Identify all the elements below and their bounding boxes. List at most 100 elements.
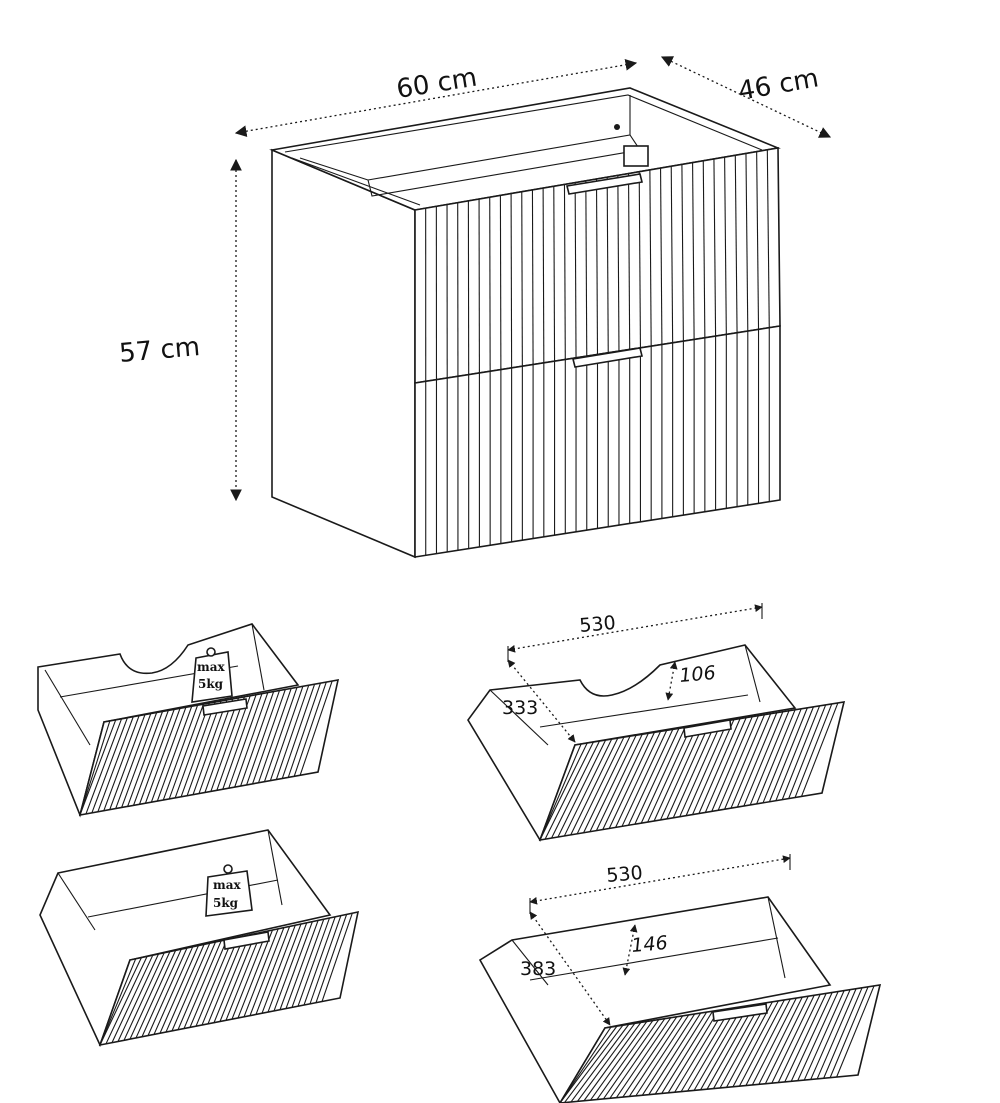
wall-bracket — [623, 145, 649, 167]
groove-line — [745, 998, 791, 1086]
groove-line — [768, 707, 808, 802]
drawer-bottom-right: 530 383 146 — [478, 854, 882, 1103]
groove-line — [745, 153, 749, 332]
groove-line — [153, 946, 194, 1035]
groove-line — [583, 735, 631, 833]
groove-line — [654, 1011, 708, 1095]
groove-line — [621, 730, 668, 827]
groove-line — [628, 1015, 684, 1097]
groove-line — [210, 696, 245, 792]
groove-line — [576, 736, 625, 835]
groove-line — [79, 720, 111, 816]
groove-line — [756, 709, 796, 805]
groove-line — [303, 916, 336, 1006]
groove-line — [775, 706, 814, 801]
groove-line — [738, 999, 785, 1087]
groove-line — [641, 1013, 696, 1096]
groove-line — [659, 724, 704, 821]
groove-line — [706, 1004, 755, 1090]
width-label: 530 — [579, 612, 617, 637]
drawer-front-grooves — [79, 680, 333, 816]
groove-line — [670, 166, 674, 343]
drawer-front-grooves — [539, 702, 839, 841]
groove-line — [299, 680, 333, 776]
groove-line — [559, 1026, 612, 1103]
groove-line — [693, 1006, 743, 1091]
groove-line — [634, 728, 680, 825]
drawer-bottom-left: max 5kg — [39, 829, 360, 1048]
groove-line — [129, 951, 171, 1040]
groove-line — [103, 715, 140, 811]
groove-line — [79, 719, 117, 816]
groove-line — [243, 928, 279, 1017]
groove-line — [797, 991, 839, 1081]
groove-line — [781, 705, 821, 800]
groove-line — [542, 188, 545, 363]
groove-line — [240, 691, 275, 787]
groove-line — [711, 716, 753, 812]
weight-value-text: 5kg — [213, 896, 239, 910]
groove-line — [589, 734, 637, 832]
groove-line — [150, 707, 187, 803]
groove-line — [726, 1001, 773, 1088]
groove-line — [794, 703, 833, 798]
depth-dimension-line — [529, 911, 611, 1026]
groove-line — [836, 985, 875, 1078]
groove-line — [653, 725, 698, 822]
groove-line — [730, 713, 772, 809]
groove-line — [615, 731, 662, 828]
groove-line — [291, 919, 325, 1008]
groove-line — [602, 1019, 660, 1100]
groove-line — [183, 940, 222, 1029]
groove-line — [144, 708, 181, 804]
drawer-front-panel — [559, 984, 882, 1103]
groove-line — [680, 1008, 732, 1092]
groove-line — [539, 743, 582, 841]
height-label: 106 — [679, 662, 717, 687]
groove-line — [790, 992, 833, 1082]
groove-line — [127, 711, 164, 807]
cabinet-drawing: 60 cm 46 cm 57 cm — [118, 56, 832, 559]
groove-line — [617, 175, 620, 352]
drawer-front-panel — [538, 701, 846, 842]
width-label: 530 — [606, 862, 644, 887]
groove-line — [531, 189, 534, 365]
groove-line — [97, 716, 134, 812]
groove-line — [195, 938, 234, 1027]
groove-line — [590, 1021, 648, 1101]
width-dimension-line — [529, 855, 791, 905]
groove-line — [719, 1002, 767, 1089]
groove-line — [174, 702, 210, 798]
groove-line — [551, 740, 600, 839]
weight-value-text: 5kg — [198, 677, 224, 691]
groove-line — [255, 926, 291, 1015]
groove-line — [771, 995, 815, 1084]
groove-line — [784, 993, 827, 1083]
groove-line — [231, 930, 268, 1020]
groove-line — [321, 913, 353, 1002]
groove-line — [577, 1023, 636, 1102]
groove-line — [263, 687, 298, 782]
groove-line — [766, 149, 770, 328]
groove-line — [608, 732, 655, 829]
groove-line — [758, 996, 803, 1085]
groove-line — [661, 1010, 714, 1094]
groove-line — [147, 947, 188, 1036]
groove-line — [257, 688, 292, 783]
depth-label: 46 cm — [736, 63, 821, 107]
groove-line — [287, 682, 321, 778]
groove-line — [764, 995, 809, 1084]
upper-drawer-handle — [566, 173, 643, 195]
groove-line — [559, 1025, 618, 1103]
groove-line — [135, 950, 177, 1039]
groove-line — [165, 944, 205, 1033]
groove-line — [111, 954, 154, 1043]
groove-line — [105, 956, 148, 1045]
groove-line — [700, 1005, 749, 1091]
groove-line — [109, 714, 146, 810]
groove-line — [615, 1017, 672, 1099]
groove-line — [660, 168, 663, 345]
groove-line — [724, 157, 727, 335]
groove-line — [159, 945, 199, 1034]
groove-line — [674, 1009, 726, 1093]
